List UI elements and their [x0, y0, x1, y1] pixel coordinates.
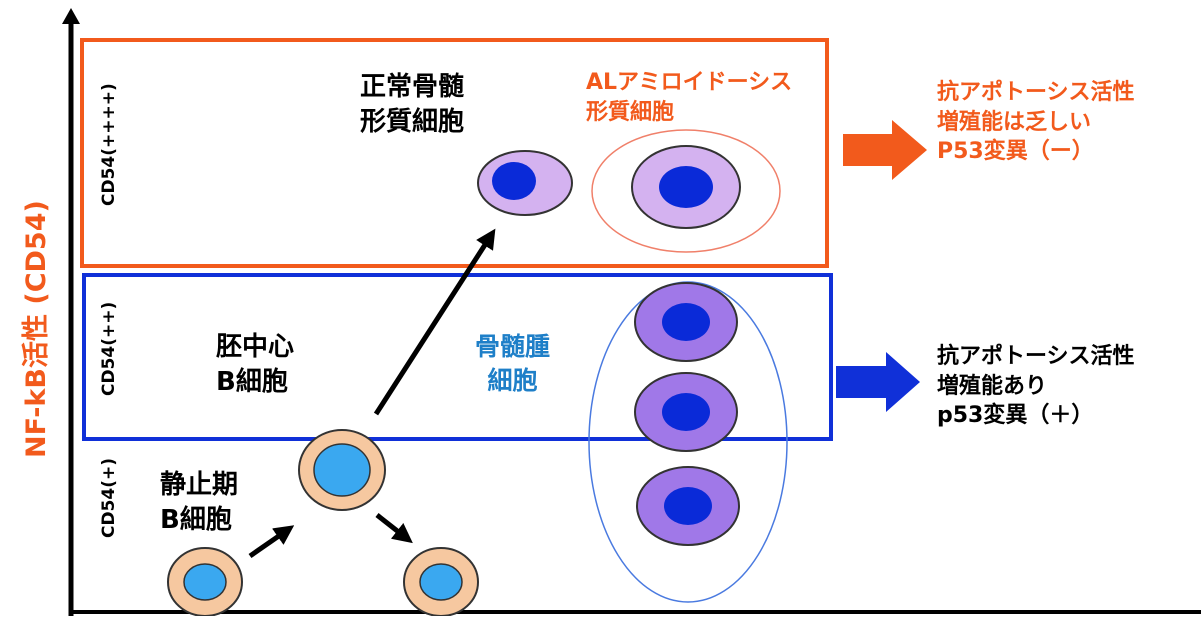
level-label-cd54-2plus: CD54(++) — [99, 301, 119, 396]
outcome-arrow-orange — [843, 120, 927, 180]
level-label-cd54-plus: CD54(+) — [99, 457, 119, 538]
outcome-arrow-blue — [836, 352, 920, 412]
arrow-resting-to-germinal — [248, 525, 295, 559]
myeloma-cell-1 — [634, 282, 738, 362]
germinal-center-b-cell-label: 胚中心 B細胞 — [216, 332, 295, 398]
al-plasma-group-ellipse — [591, 129, 781, 253]
myeloma-group-ellipse — [588, 281, 788, 603]
level-box-cd54-2plus — [82, 273, 833, 441]
al-plasma-cell — [631, 145, 741, 229]
myeloma-cell-2 — [634, 372, 738, 452]
germinal-center-b-cell — [298, 429, 386, 511]
outcome-text-top: 抗アポトーシス活性 増殖能は乏しい P53変異（ー） — [937, 80, 1135, 165]
arrow-germinal-to-plasma — [373, 228, 496, 416]
al-plasma-cell-label: ALアミロイドーシス 形質細胞 — [586, 70, 793, 125]
level-label-cd54-4plus: CD54(++++) — [99, 83, 119, 206]
arrow-germinal-to-b-cell — [375, 513, 413, 544]
myeloma-cell-label: 骨髄腫 細胞 — [475, 332, 551, 395]
resting-b-cell-label: 静止期 B細胞 — [160, 470, 239, 536]
resting-b-cell — [167, 547, 243, 617]
normal-plasma-cell — [477, 150, 573, 216]
normal-plasma-cell-label: 正常骨髄 形質細胞 — [360, 72, 465, 138]
outcome-text-bottom: 抗アポトーシス活性 増殖能あり p53変異（＋） — [937, 344, 1135, 429]
myeloma-cell-3 — [636, 466, 740, 546]
b-cell-right — [403, 547, 479, 617]
level-box-cd54-4plus — [80, 38, 829, 268]
y-axis-label: NF-kB活性 (CD54) — [21, 200, 52, 458]
y-axis-arrowhead — [62, 8, 80, 24]
